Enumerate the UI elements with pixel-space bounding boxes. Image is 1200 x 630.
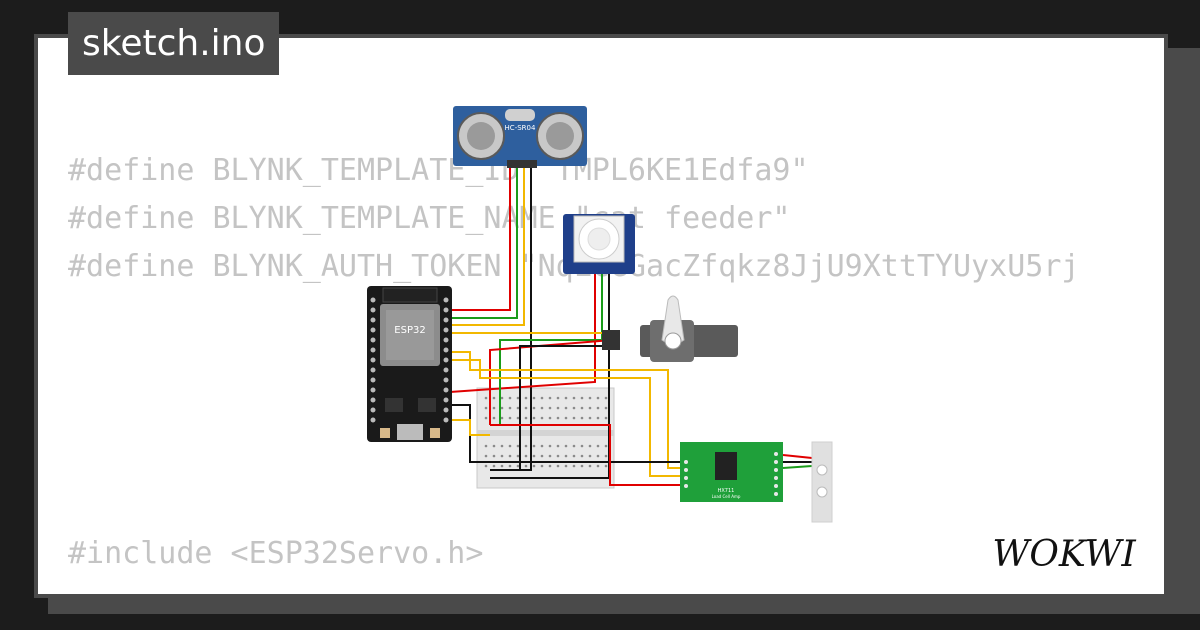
ultrasonic-sensor[interactable]: HC-SR04 [453,106,587,168]
wire-red-servo [489,339,613,425]
svg-text:WOKWI: WOKWI [992,534,1136,575]
esp32-label: ESP32 [394,325,425,336]
file-tab[interactable]: sketch.ino [68,12,280,75]
wire-red-lc [782,454,813,459]
pir-sensor[interactable] [563,214,635,274]
esp32-board[interactable]: ESP32 [367,286,452,442]
wire-yellow [450,165,525,326]
hx711-module[interactable]: HX711 Load Cell Amp [680,442,783,502]
wire-red-hx [490,424,690,486]
breadboard[interactable] [476,387,615,489]
wire-green [450,165,518,319]
wire-black [490,165,532,471]
wire-yellow-loop [450,419,490,436]
wire-green-lc [782,465,813,469]
servo-motor[interactable] [602,295,738,362]
ultrasonic-label: HC-SR04 [505,124,536,132]
wokwi-logo: WOKWI [992,534,1136,575]
code-line-include: #include <ESP32Servo.h> [68,536,484,571]
wire-yellow-hx2 [450,359,690,477]
wire-black-servo [519,345,612,470]
wire-yellow-hx1 [450,351,690,469]
wire-red [450,165,511,311]
hx711-sublabel: Load Cell Amp [712,494,741,499]
load-cell[interactable] [811,441,833,523]
hx711-label: HX711 [718,488,735,494]
wire-green-pir [499,272,603,425]
wire-red-pir [449,272,596,393]
